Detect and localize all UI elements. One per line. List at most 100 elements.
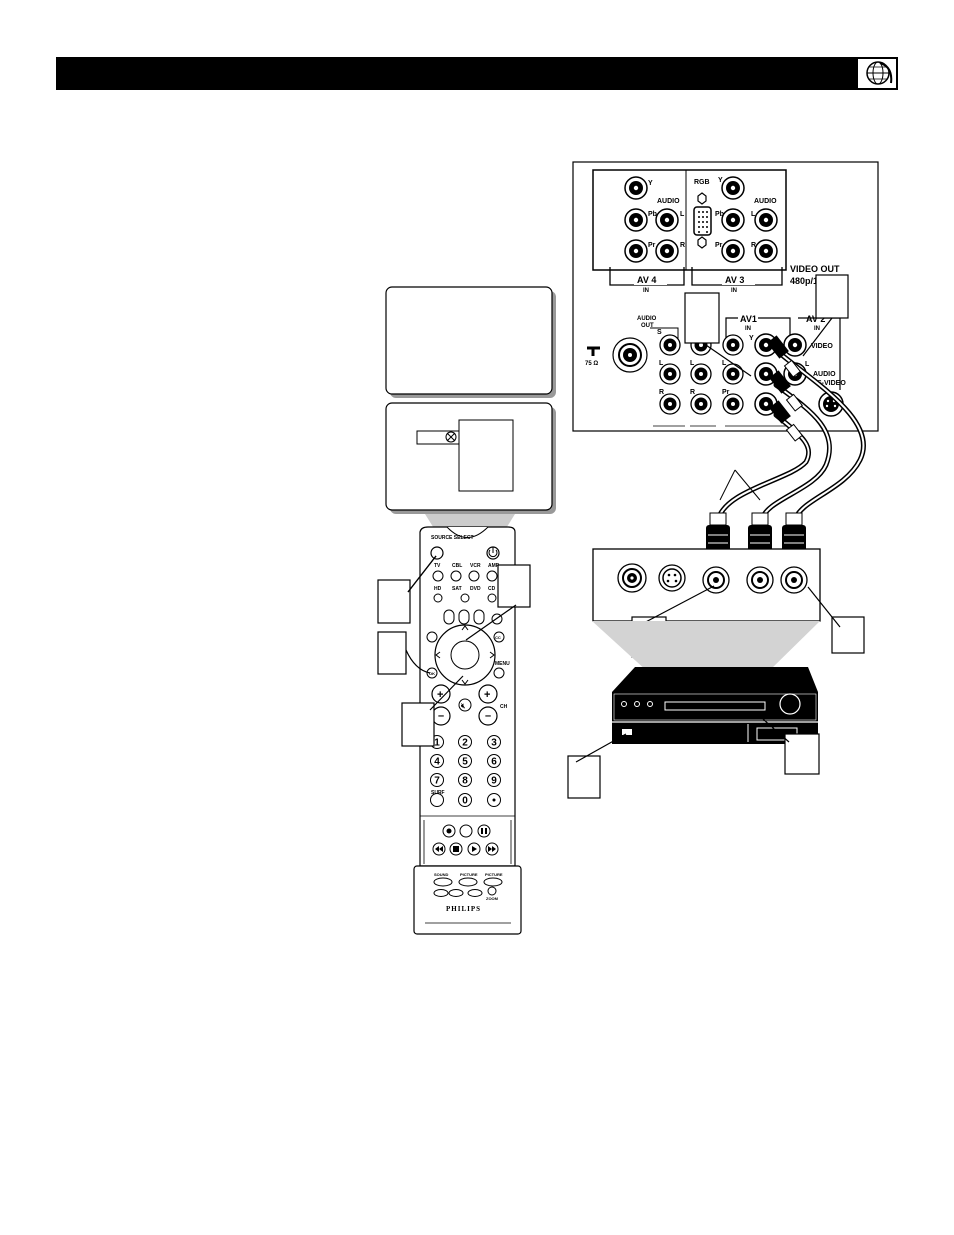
remote-button[interactable]: [460, 593, 470, 603]
zoom-button[interactable]: [487, 886, 497, 896]
up-arrow-icon: [461, 625, 469, 631]
remote-button[interactable]: [433, 889, 449, 897]
dot-icon: [492, 798, 496, 802]
av4-label: AV 4: [637, 275, 656, 285]
remote-button[interactable]: [448, 889, 464, 897]
source-select-label: SOURCE SELECT: [431, 535, 474, 541]
digit-button-2[interactable]: [458, 735, 472, 749]
sound-button[interactable]: [433, 877, 453, 887]
av3-l-label: L: [751, 211, 756, 218]
digit-button-0[interactable]: [458, 793, 472, 807]
digit-label: 4: [434, 757, 440, 768]
osd-menu: [458, 419, 514, 492]
digit-button-9[interactable]: [487, 773, 501, 787]
remote-button[interactable]: [467, 889, 483, 897]
callout-box: [815, 274, 849, 319]
av2-in-label: IN: [814, 326, 820, 332]
remote-button[interactable]: [487, 593, 497, 603]
digit-button-4[interactable]: [430, 754, 444, 768]
av4-r-label: R: [680, 242, 685, 249]
s-label: S: [657, 329, 662, 336]
plus-icon: +: [437, 689, 443, 701]
remote-button[interactable]: [473, 609, 485, 625]
ok-center-button[interactable]: [450, 640, 480, 670]
rgb-label: RGB: [694, 179, 710, 186]
ch-up-button[interactable]: [478, 684, 498, 704]
remote-button[interactable]: [459, 824, 473, 838]
video-out-sub-label: 480p/1: [790, 276, 818, 286]
remote-button[interactable]: [430, 793, 444, 807]
digit-button-5[interactable]: [458, 754, 472, 768]
down-arrow-icon: [461, 679, 469, 685]
header-bar: [56, 57, 898, 90]
remote-button[interactable]: [433, 593, 443, 603]
r-label-1: R: [659, 389, 664, 396]
ok-button[interactable]: [426, 667, 438, 679]
callout-box: [567, 755, 601, 799]
callout-box: [684, 292, 720, 344]
callout-box: [401, 702, 435, 747]
ok-label: OK: [429, 671, 435, 676]
vga-port: [693, 206, 712, 236]
source-cbl: CBL: [452, 563, 462, 569]
av3-in-label: IN: [731, 288, 737, 294]
minus-icon: –: [485, 710, 491, 722]
digit-label: 3: [491, 738, 497, 749]
l-label-2: L: [690, 360, 695, 367]
zoom-label: ZOOM: [486, 896, 499, 901]
globe-icon: [866, 61, 893, 85]
digit-button-7[interactable]: [430, 773, 444, 787]
source-amp: AMP: [488, 563, 500, 569]
av4-y-label: Y: [648, 180, 653, 187]
digit-button-8[interactable]: [458, 773, 472, 787]
plus-icon: +: [484, 689, 490, 701]
digit-label: 0: [462, 796, 468, 807]
av2-audio-label: AUDIO: [813, 371, 836, 378]
picture-button[interactable]: [458, 877, 478, 887]
source-select-button[interactable]: [430, 546, 444, 560]
r-label-2: R: [690, 389, 695, 396]
vol-up-button[interactable]: [431, 684, 451, 704]
source-sat: SAT: [452, 586, 462, 592]
remote-button[interactable]: [443, 609, 455, 625]
pr-label: Pr: [722, 389, 730, 396]
picture-label-2: PICTURE: [485, 872, 503, 877]
source-buttons: TV CBL VCR AMP HD SAT DVD CD: [432, 563, 500, 592]
remote-button[interactable]: [458, 609, 470, 625]
av4-in-label: IN: [643, 288, 649, 294]
dvd-player: [612, 667, 818, 744]
av3-pb-label: Pb: [715, 211, 724, 218]
pause-button[interactable]: [477, 824, 491, 838]
av3-r-label: R: [751, 242, 756, 249]
av1-y-label: Y: [749, 335, 754, 342]
cbl-button[interactable]: [450, 570, 462, 582]
digit-button-3[interactable]: [487, 735, 501, 749]
video-out-label: VIDEO OUT: [790, 264, 840, 274]
digit-button-6[interactable]: [487, 754, 501, 768]
av3-label: AV 3: [725, 275, 744, 285]
cc-label: CC: [495, 635, 501, 640]
av4-l-label: L: [680, 211, 685, 218]
screw-icon: [697, 236, 707, 249]
menu-button[interactable]: [493, 667, 505, 679]
amp-button[interactable]: [486, 570, 498, 582]
mute-button[interactable]: [458, 698, 472, 712]
tv-screen-1: [385, 286, 553, 395]
picture-button-2[interactable]: [483, 877, 503, 887]
brand-logo: PHILIPS: [446, 905, 481, 913]
callout-box: [784, 733, 820, 775]
remote-button[interactable]: [426, 631, 438, 643]
ch-down-button[interactable]: [478, 706, 498, 726]
right-arrow-icon: [489, 651, 495, 659]
zoom-projection: [592, 621, 820, 672]
source-cd: CD: [488, 586, 496, 592]
digit-label: 6: [491, 757, 497, 768]
left-arrow-icon: [435, 651, 441, 659]
tv-button[interactable]: [432, 570, 444, 582]
vcr-button[interactable]: [468, 570, 480, 582]
cc-button[interactable]: [493, 631, 505, 643]
av3-audio-label: AUDIO: [754, 198, 777, 205]
digit-label: 1: [434, 738, 440, 749]
ch-label: CH: [500, 704, 508, 710]
